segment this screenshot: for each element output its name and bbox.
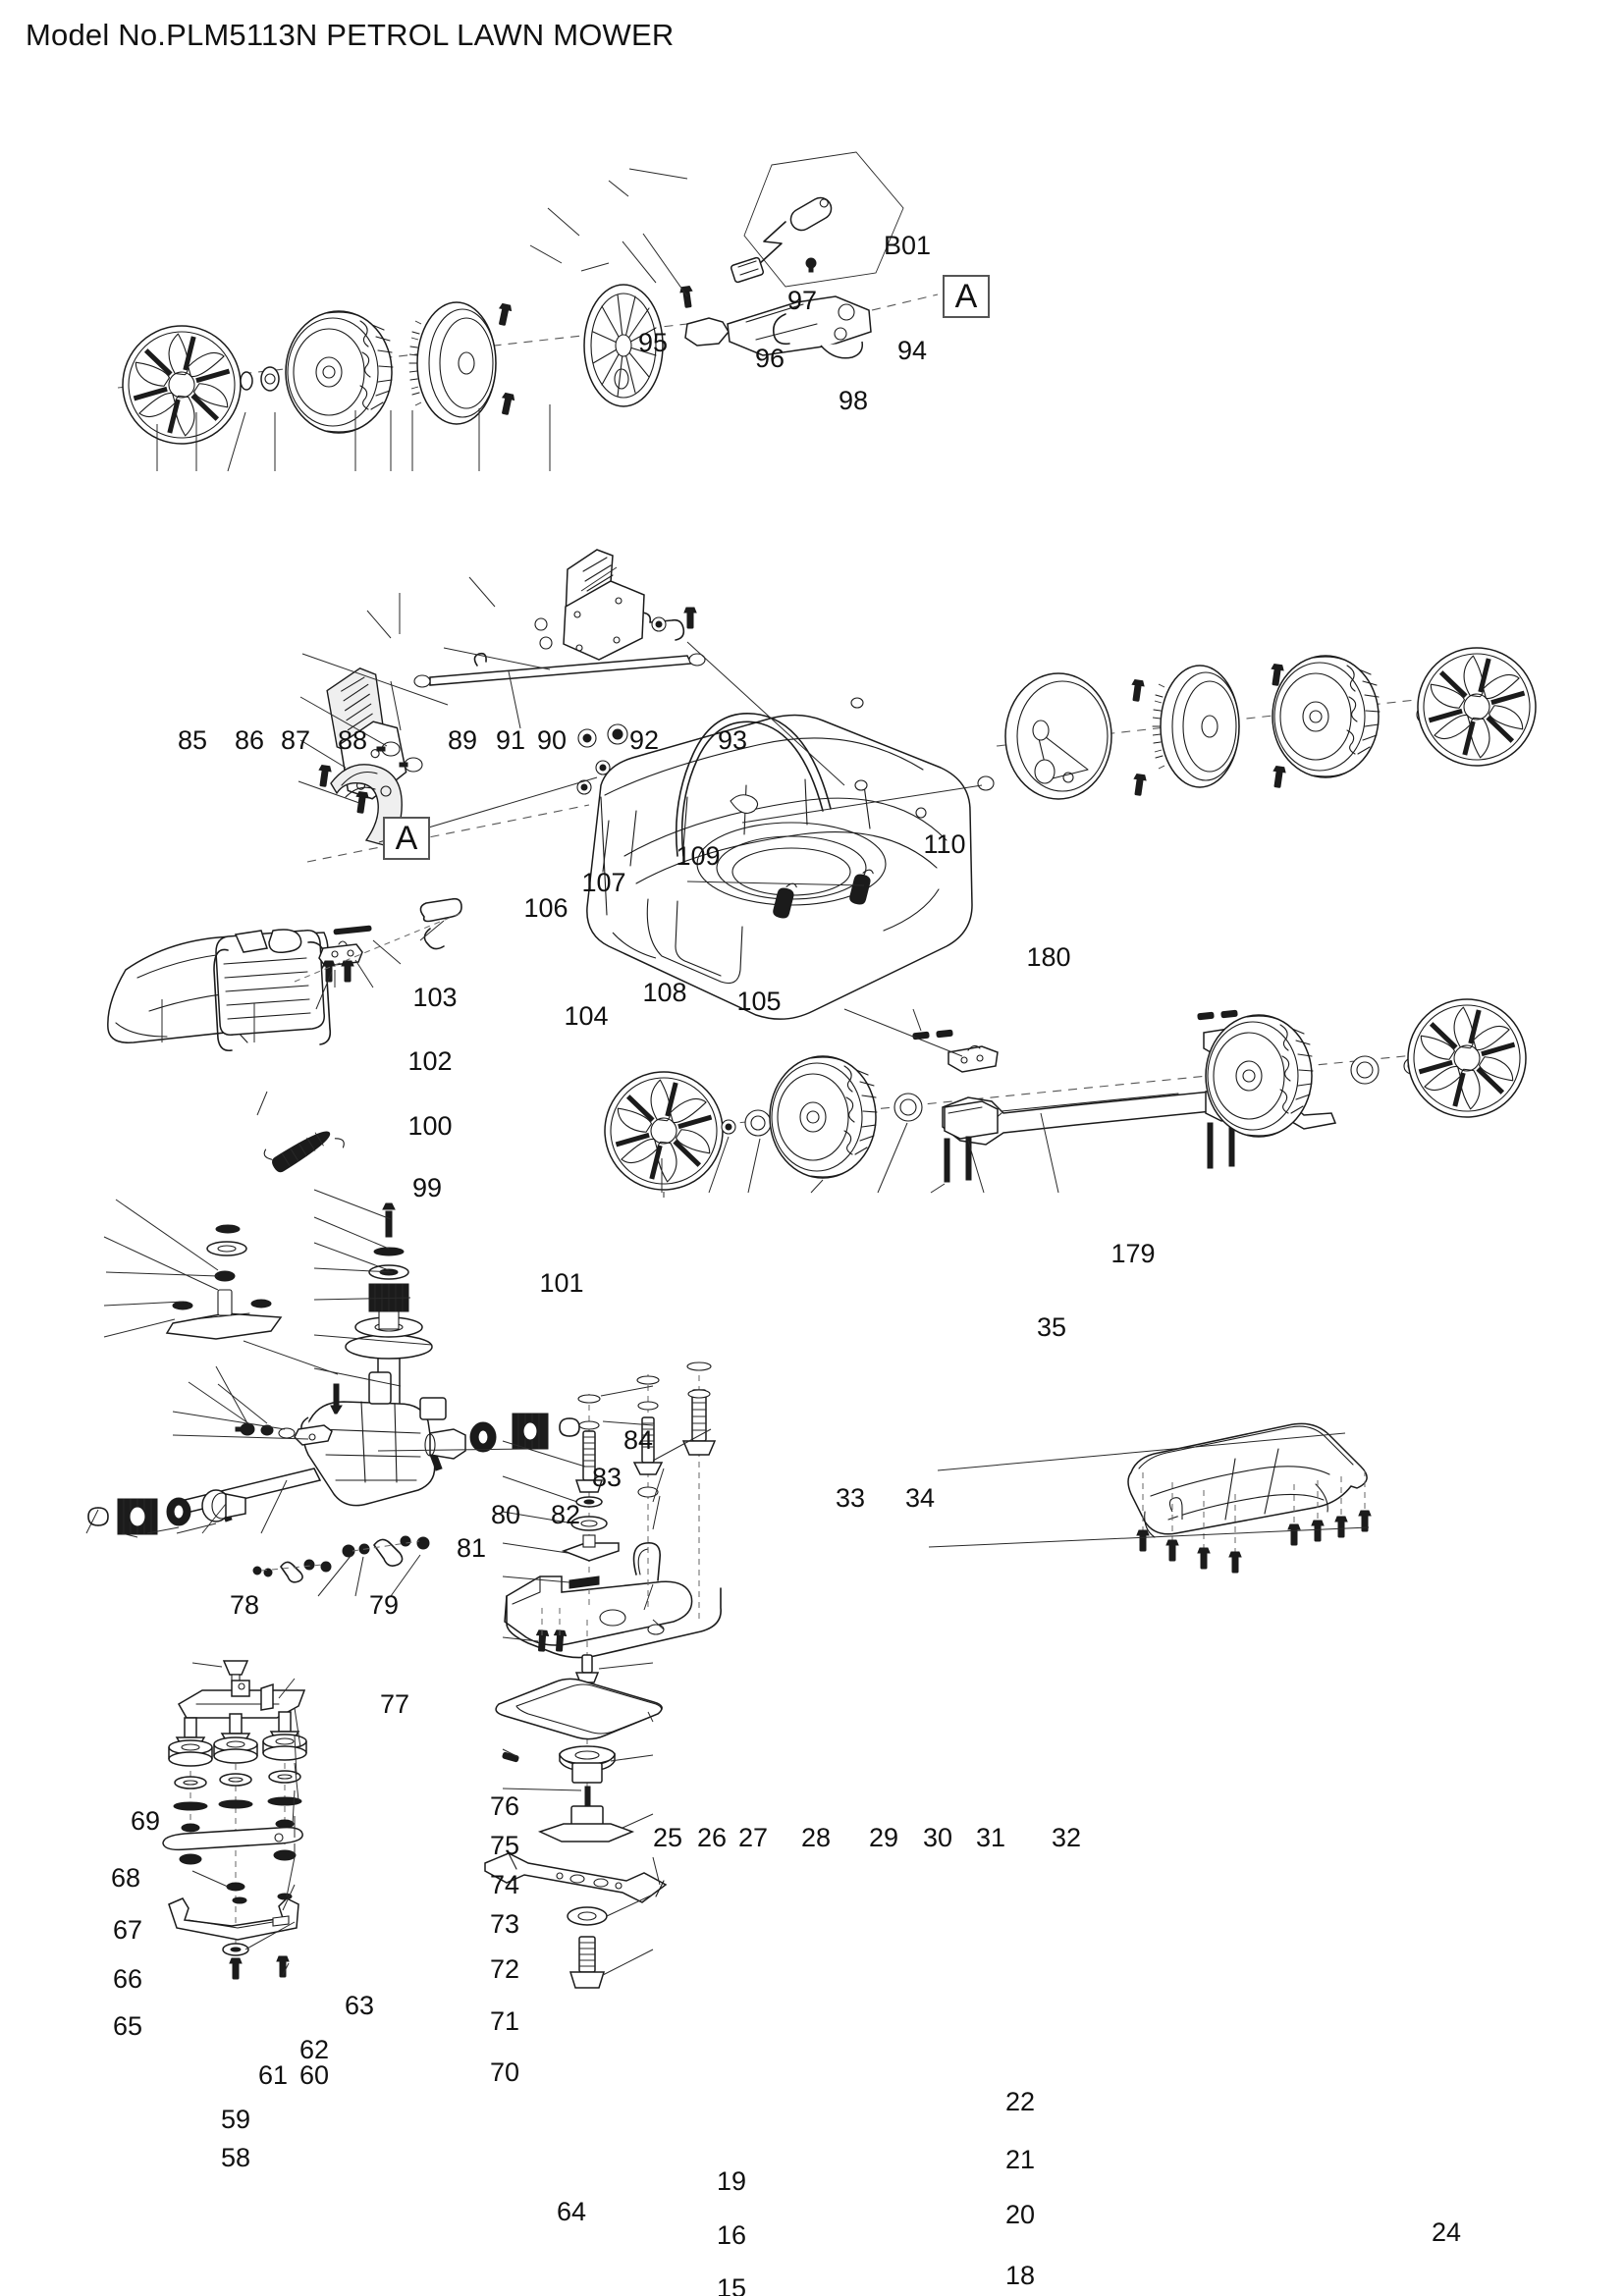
part-number-86: 86	[234, 725, 265, 755]
part-number-35: 35	[1036, 1312, 1067, 1342]
part-number-67: 67	[112, 1915, 143, 1945]
part-number-179: 179	[1110, 1239, 1156, 1268]
part-number-25: 25	[652, 1823, 683, 1852]
part-number-101: 101	[539, 1268, 584, 1298]
detail-callout-a-mid-label: A	[395, 819, 418, 857]
part-number-97: 97	[786, 286, 818, 315]
part-number-64: 64	[556, 2197, 587, 2226]
part-number-92: 92	[628, 725, 660, 755]
group-mulch-deflector	[1127, 1422, 1372, 1574]
part-number-22: 22	[1005, 2087, 1036, 2116]
group-front-drive-wheel	[117, 151, 939, 449]
part-number-19: 19	[716, 2166, 746, 2196]
leader-lines-group4	[661, 1008, 1059, 1198]
part-number-180: 180	[1026, 942, 1071, 972]
part-number-93: 93	[717, 725, 748, 755]
part-number-24: 24	[1432, 2217, 1462, 2247]
part-number-33: 33	[835, 1483, 866, 1513]
part-number-79: 79	[368, 1590, 400, 1620]
leader-lines-group5	[85, 1189, 531, 1597]
group-chute-and-bag	[107, 897, 462, 1052]
part-number-21: 21	[1005, 2145, 1036, 2174]
part-number-28: 28	[800, 1823, 832, 1852]
part-number-16: 16	[716, 2220, 746, 2250]
part-number-B01: B01	[884, 231, 932, 260]
part-number-29: 29	[868, 1823, 899, 1852]
part-number-109: 109	[676, 841, 721, 871]
part-number-65: 65	[112, 2011, 143, 2041]
part-number-106: 106	[523, 893, 568, 923]
part-number-76: 76	[489, 1791, 520, 1821]
page-title: Model No.PLM5113N PETROL LAWN MOWER	[26, 18, 675, 52]
part-number-71: 71	[489, 2006, 520, 2036]
leader-lines-group6	[502, 1385, 712, 1976]
part-number-30: 30	[922, 1823, 953, 1852]
part-number-58: 58	[220, 2143, 251, 2172]
part-number-84: 84	[623, 1425, 654, 1455]
part-number-94: 94	[896, 336, 928, 365]
part-number-81: 81	[456, 1533, 487, 1563]
part-number-78: 78	[229, 1590, 260, 1620]
part-number-82: 82	[550, 1500, 581, 1529]
part-number-103: 103	[412, 983, 458, 1012]
part-number-72: 72	[489, 1954, 520, 1984]
part-number-73: 73	[489, 1909, 520, 1939]
part-number-68: 68	[110, 1863, 141, 1893]
part-number-96: 96	[754, 344, 785, 373]
part-number-60: 60	[298, 2060, 330, 2090]
leader-lines-group2	[298, 566, 983, 886]
part-number-110: 110	[923, 829, 966, 859]
part-number-59: 59	[220, 2105, 251, 2134]
part-number-99: 99	[411, 1173, 443, 1202]
part-number-98: 98	[838, 386, 869, 415]
leader-lines-group1	[156, 168, 688, 472]
part-number-89: 89	[447, 725, 478, 755]
part-number-15: 15	[716, 2273, 746, 2296]
part-number-70: 70	[489, 2057, 520, 2087]
leader-lines-group8	[191, 1662, 301, 1976]
part-number-90: 90	[536, 725, 568, 755]
part-number-66: 66	[112, 1964, 143, 1994]
part-number-20: 20	[1005, 2200, 1036, 2229]
part-number-61: 61	[257, 2060, 289, 2090]
part-number-91: 91	[495, 725, 526, 755]
group-transmission	[87, 1202, 580, 1583]
part-number-75: 75	[489, 1831, 520, 1860]
part-number-95: 95	[637, 328, 669, 357]
part-number-87: 87	[280, 725, 311, 755]
part-number-32: 32	[1051, 1823, 1082, 1852]
part-number-74: 74	[489, 1870, 520, 1899]
detail-callout-a-top: A	[943, 275, 990, 318]
group-rear-axle	[600, 994, 1531, 1195]
part-number-107: 107	[581, 868, 626, 897]
part-number-83: 83	[591, 1463, 623, 1492]
part-number-18: 18	[1005, 2261, 1036, 2290]
part-number-62: 62	[298, 2035, 330, 2064]
detail-callout-a-mid: A	[383, 817, 430, 860]
group-deck-assembly	[306, 549, 1541, 1020]
detail-callout-a-top-label: A	[954, 277, 978, 315]
part-number-63: 63	[344, 1991, 375, 2020]
mower-deck-body	[586, 714, 973, 1020]
part-number-27: 27	[737, 1823, 769, 1852]
part-number-102: 102	[407, 1046, 453, 1076]
part-number-100: 100	[407, 1111, 453, 1141]
group-engine-mount	[484, 1362, 722, 1989]
part-number-85: 85	[177, 725, 208, 755]
part-number-77: 77	[379, 1689, 410, 1719]
part-number-26: 26	[696, 1823, 728, 1852]
part-number-80: 80	[490, 1500, 521, 1529]
part-number-108: 108	[642, 978, 687, 1007]
part-number-104: 104	[564, 1001, 609, 1031]
group-height-adjuster	[162, 1660, 307, 1980]
part-number-31: 31	[975, 1823, 1006, 1852]
part-number-34: 34	[904, 1483, 936, 1513]
part-number-88: 88	[337, 725, 368, 755]
leader-lines-group7	[928, 1432, 1370, 1548]
leader-lines-group3	[161, 920, 445, 1116]
part-number-69: 69	[130, 1806, 161, 1836]
part-number-105: 105	[736, 987, 782, 1016]
